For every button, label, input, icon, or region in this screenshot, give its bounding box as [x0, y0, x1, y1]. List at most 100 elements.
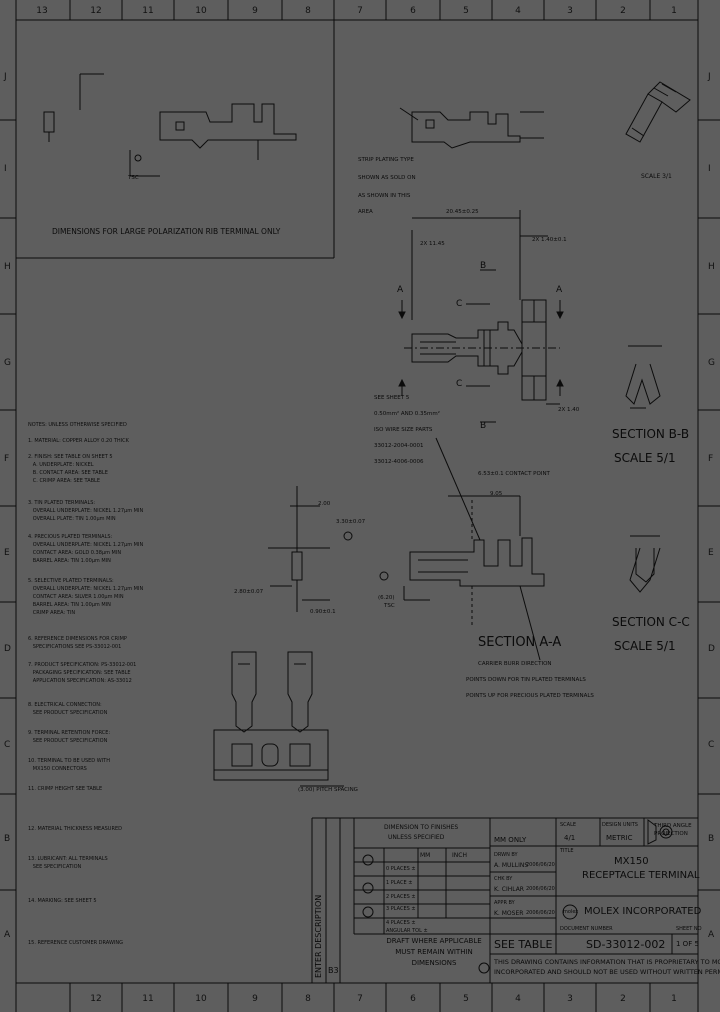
row-label-right: H	[708, 262, 715, 272]
col-label-bottom: 5	[463, 994, 469, 1004]
dim-contact-point: 6.53±0.1 CONTACT POINT	[478, 471, 550, 477]
row-label-right: J	[708, 72, 711, 82]
note-line: 14. MARKING: SEE SHEET 5	[28, 898, 97, 904]
col-label: 7	[357, 6, 363, 16]
note-line: PACKAGING SPECIFICATION: SEE TABLE	[28, 670, 131, 676]
row-label: F	[4, 454, 10, 464]
note-line: SEE PRODUCT SPECIFICATION	[28, 710, 108, 716]
dim-200: 2.00	[318, 501, 331, 507]
col-label: 10	[195, 6, 207, 16]
note-line: SEE PRODUCT SPECIFICATION	[28, 738, 108, 744]
sheet-label: SHEET NO	[676, 926, 702, 932]
note-line: 10. TERMINAL TO BE USED WITH	[28, 758, 110, 764]
note-line: 4. PRECIOUS PLATED TERMINALS:	[28, 534, 113, 540]
see-table: SEE TABLE	[494, 938, 553, 951]
dim-620: (6.20)	[378, 595, 395, 601]
col-label: 6	[410, 6, 416, 16]
note-line: BARREL AREA: TIN 1.00µm MIN	[28, 558, 111, 564]
sheet-number: 1 OF 5	[676, 940, 699, 948]
note-line: OVERALL UNDERPLATE: NICKEL 1.27µm MIN	[28, 508, 144, 514]
mm-only: MM ONLY	[494, 836, 527, 844]
dim-tsc-top: TSC	[128, 175, 139, 181]
rev-letter: B3	[328, 966, 339, 975]
company-name: MOLEX INCORPORATED	[584, 906, 702, 917]
dim-2x-left: 2X 11.45	[420, 241, 445, 247]
note-line: B. CONTACT AREA: SEE TABLE	[28, 470, 108, 476]
note-line: 1. MATERIAL: COPPER ALLOY 0.20 THICK	[28, 438, 129, 444]
note-line: 11. CRIMP HEIGHT SEE TABLE	[28, 786, 103, 792]
col-label-bottom: 9	[252, 994, 258, 1004]
dim-20: 20.45±0.25	[446, 209, 479, 215]
see-sheet-1: SEE SHEET 5	[374, 395, 410, 401]
row-label-right: E	[708, 548, 714, 558]
col-label: 9	[252, 6, 258, 16]
row-label: G	[4, 358, 11, 368]
approval-role: DRWN BY	[494, 852, 518, 858]
strip-note-3: AS SHOWN IN THIS	[358, 193, 411, 199]
col-label: 5	[463, 6, 469, 16]
design-units-value: METRIC	[606, 834, 633, 842]
note-line: C. CRIMP AREA: SEE TABLE	[28, 478, 100, 484]
main-top-view	[401, 210, 561, 423]
approval-date: 2006/06/20	[526, 862, 555, 868]
see-sheet-4: 33012-2004-0001	[374, 443, 424, 449]
tol-row: 1 PLACE ±	[386, 880, 413, 886]
section-bb-cc	[625, 345, 662, 593]
approval-role: APPR BY	[494, 900, 515, 906]
approval-name: K. MOSER	[494, 910, 524, 917]
col-label-bottom: 7	[357, 994, 363, 1004]
draft-note: DRAFT WHERE APPLICABLE MUST REMAIN WITHI…	[386, 937, 482, 967]
polarization-detail	[16, 20, 335, 259]
iso-terminal	[625, 81, 691, 143]
note-line: 7. PRODUCT SPECIFICATION: PS-33012-001	[28, 662, 137, 668]
col-label: 11	[142, 6, 154, 16]
proprietary-line-1: THIS DRAWING CONTAINS INFORMATION THAT I…	[494, 958, 720, 966]
dim-905: 9.05	[490, 491, 503, 497]
see-sheet-5: 33012-4006-0006	[374, 459, 424, 465]
strip-view	[399, 107, 544, 149]
col-label: 8	[305, 6, 311, 16]
note-line: OVERALL PLATE: TIN 1.00µm MIN	[28, 516, 116, 522]
iso-scale-label: SCALE 3/1	[641, 173, 672, 180]
note-line: BARREL AREA: TIN 1.00µm MIN	[28, 602, 111, 608]
row-label-right: I	[708, 164, 711, 174]
col-label-bottom: 10	[195, 994, 207, 1004]
row-label-right: G	[708, 358, 715, 368]
title-line-2: RECEPTACLE TERMINAL	[582, 870, 700, 881]
section-bb-scale: SCALE 5/1	[614, 451, 676, 465]
section-cc-scale: SCALE 5/1	[614, 639, 676, 653]
tolerance-sub: UNLESS SPECIFIED	[388, 834, 445, 841]
note-line: 6. REFERENCE DIMENSIONS FOR CRIMP	[28, 636, 127, 642]
col-label: 2	[620, 6, 626, 16]
drawing-number: SD-33012-002	[586, 938, 666, 951]
tol-row: 2 PLACES ±	[386, 894, 416, 900]
section-label-a-left: A	[397, 285, 404, 295]
carrier-note-2: POINTS DOWN FOR TIN PLATED TERMINALS	[466, 677, 586, 683]
section-arrows	[398, 311, 564, 387]
section-cc-title: SECTION C-C	[612, 615, 690, 629]
drawing-number-label: DOCUMENT NUMBER	[560, 926, 613, 932]
tol-inch-head: INCH	[452, 852, 467, 859]
polarization-note: DIMENSIONS FOR LARGE POLARIZATION RIB TE…	[52, 227, 281, 236]
approval-name: K. CIHLAR	[494, 886, 524, 893]
title-label: TITLE	[560, 848, 574, 854]
section-label-c-top: C	[456, 299, 463, 309]
dim-330: 3.30±0.07	[336, 519, 366, 525]
section-label-b-bottom: B	[480, 421, 487, 431]
row-label: A	[4, 930, 11, 940]
strip-note-1: STRIP PLATING TYPE	[358, 157, 414, 163]
approval-marks	[362, 819, 673, 974]
section-aa-title: SECTION A-A	[478, 635, 562, 650]
tol-row: ANGULAR TOL ±	[386, 928, 428, 934]
connector-view	[213, 486, 389, 787]
revision-header: ENTER DESCRIPTION	[314, 894, 323, 978]
note-line: MX150 CONNECTORS	[28, 766, 87, 772]
note-line: OVERALL UNDERPLATE: NICKEL 1.27µm MIN	[28, 586, 144, 592]
note-line: 12. MATERIAL THICKNESS MEASURED	[28, 826, 122, 832]
molex-logo-mark	[562, 904, 578, 920]
section-aa-view	[403, 437, 545, 661]
dim-2x-right: 2X 1.40±0.1	[532, 237, 567, 243]
note-line: 5. SELECTIVE PLATED TERMINALS:	[28, 578, 114, 584]
scale-value: 4/1	[564, 834, 576, 842]
